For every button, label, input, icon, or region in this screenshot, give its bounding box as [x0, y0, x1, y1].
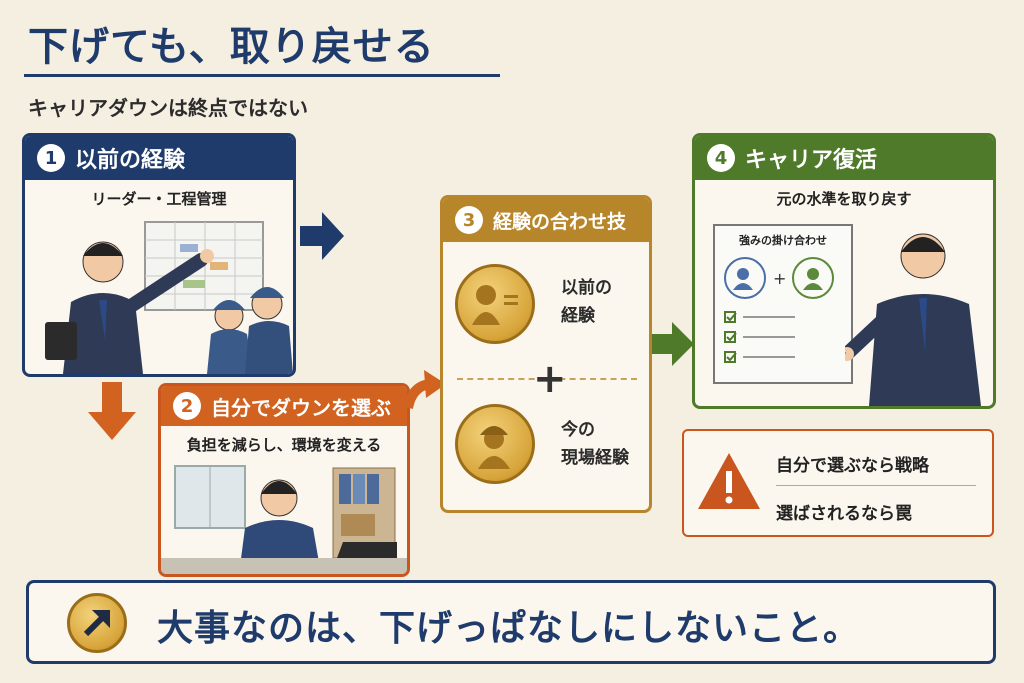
step-3-number: 3 [455, 206, 483, 234]
presenter-illustration [845, 233, 981, 406]
step-2-subtitle: 負担を減らし、環境を変える [186, 436, 382, 454]
divider [457, 378, 637, 380]
step-2-number: 2 [173, 392, 201, 420]
step-3-card: 3 経験の合わせ技 以前の 経験 + 今の 現場経験 [440, 195, 652, 513]
arrow-right-icon [652, 322, 694, 366]
warning-line-strategy: 自分で選ぶなら戦略 [776, 456, 929, 476]
conclusion-banner: 大事なのは、下げっぱなしにしないこと。 [26, 580, 996, 664]
arrow-down-icon [88, 382, 136, 440]
step-3-title: 経験の合わせ技 [493, 210, 627, 233]
step-4-title: キャリア復活 [745, 148, 878, 173]
warning-triangle-icon [698, 453, 760, 509]
step-1-title: 以前の経験 [75, 148, 186, 173]
step-3-header: 3 経験の合わせ技 [443, 198, 649, 242]
whiteboard: 強みの掛け合わせ + [713, 224, 853, 384]
svg-text:+: + [773, 269, 786, 288]
warning-line-trap: 選ばされるなら罠 [776, 504, 912, 524]
page-title: 下げても、取り戻せる [28, 24, 435, 70]
arrow-right-icon [300, 212, 344, 260]
leader-meeting-illustration [45, 221, 293, 374]
step-1-header: 1 以前の経験 [25, 136, 293, 180]
warning-divider [776, 485, 976, 486]
step-1-number: 1 [37, 144, 65, 172]
whiteboard-title: 強みの掛け合わせ [739, 234, 827, 247]
conclusion-text: 大事なのは、下げっぱなしにしないこと。 [157, 608, 861, 649]
step-4-number: 4 [707, 144, 735, 172]
current-field-experience-label: 今の 現場経験 [561, 420, 629, 468]
worker-desk-illustration [161, 465, 407, 574]
step-4-subtitle: 元の水準を取り戻す [776, 190, 912, 208]
arrow-up-right-icon [406, 370, 446, 410]
step-4-header: 4 キャリア復活 [695, 136, 993, 180]
strength-combination-illustration: + [724, 257, 834, 363]
step-1-subtitle: リーダー・工程管理 [91, 190, 227, 208]
step-1-card: 1 以前の経験 リーダー・工程管理 [22, 133, 296, 377]
arrow-up-right-icon [67, 593, 127, 653]
step-2-title: 自分でダウンを選ぶ [211, 395, 391, 420]
step-2-card: 2 自分でダウンを選ぶ 負担を減らし、環境を変える [158, 383, 410, 577]
title-underline [24, 74, 500, 77]
page-subtitle: キャリアダウンは終点ではない [28, 96, 308, 120]
current-field-experience-coin-icon [455, 404, 535, 484]
warning-box: 自分で選ぶなら戦略 選ばされるなら罠 [682, 429, 994, 537]
step-4-card: 4 キャリア復活 元の水準を取り戻す 強みの掛け合わせ + [692, 133, 996, 409]
past-experience-label: 以前の 経験 [561, 278, 612, 326]
plus-sign: + [533, 356, 567, 402]
step-2-header: 2 自分でダウンを選ぶ [161, 386, 407, 426]
past-experience-coin-icon [455, 264, 535, 344]
